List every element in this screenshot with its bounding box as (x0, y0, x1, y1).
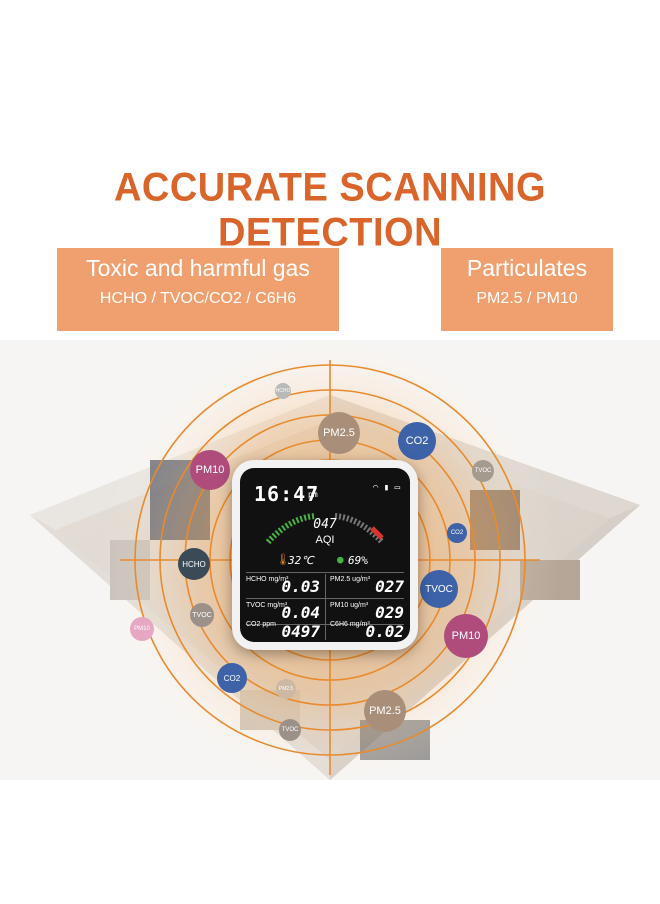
reading-value: 027 (375, 577, 404, 596)
humidity-drop-icon: ● (337, 553, 344, 566)
humidity-value: 69% (348, 554, 368, 567)
reading-value: 0497 (281, 622, 320, 641)
bubble-co2: CO2 (398, 422, 436, 460)
temperature-value: 32℃ (288, 554, 314, 567)
bubble-pm10: PM10 (190, 450, 230, 490)
reading-label: PM2.5 ug/m³ (330, 576, 371, 583)
bubble-label: TVOC (425, 583, 453, 595)
aqi-value: 047 (313, 517, 337, 532)
bubble-pm10: PM10 (444, 614, 488, 658)
bubble-label: PM10 (195, 464, 225, 476)
toxic-gas-subtitle: HCHO / TVOC/CO2 / C6H6 (99, 290, 297, 307)
clock-suffix: pm (308, 490, 318, 499)
bubble-label: PM2.5 (369, 705, 401, 717)
bubble-label: PM10 (451, 630, 481, 642)
bubble-pm25: PM2.5 (318, 412, 360, 454)
particulates-subtitle: PM2.5 / PM10 (476, 290, 578, 307)
reading-label: PM10 ug/m³ (330, 602, 369, 609)
monitor-screen: 16:47 pm ◠ ▮ ▭ 047 AQI 🌡 32℃ ● 69% HCHO … (240, 468, 410, 642)
reading-label: CO2 ppm (246, 621, 276, 628)
bubble-label: TVOC (192, 611, 212, 619)
bubble-label: TVOC (474, 468, 492, 474)
aqi-label: AQI (315, 534, 335, 546)
center-divider (325, 574, 326, 640)
reading-value: 0.04 (281, 603, 320, 622)
pm10-reading: PM10 ug/m³ 029 (328, 601, 406, 623)
bubble-tvoc: TVOC (279, 719, 301, 741)
bubble-label: PM2.5 (278, 686, 294, 692)
air-quality-monitor: 16:47 pm ◠ ▮ ▭ 047 AQI 🌡 32℃ ● 69% HCHO … (232, 460, 418, 650)
bubble-pm25: PM2.5 (276, 679, 296, 699)
thermometer-icon: 🌡 (276, 553, 290, 566)
bubble-label: HCHO (275, 388, 291, 394)
bubble-hcho: HCHO (275, 383, 291, 399)
reading-label: HCHO mg/m³ (246, 576, 289, 583)
bubble-hcho: HCHO (178, 548, 210, 580)
bubble-label: CO2 (223, 673, 241, 683)
reading-label: C6H6 mg/m³ (330, 621, 370, 628)
bubble-pm25: PM2.5 (364, 690, 406, 732)
bubble-label: HCHO (182, 559, 206, 569)
reading-value: 0.02 (365, 622, 404, 641)
co2-reading: CO2 ppm 0497 (244, 620, 322, 642)
clock-time: 16:47 (254, 482, 320, 506)
pm25-reading: PM2.5 ug/m³ 027 (328, 575, 406, 597)
aqi-gauge-icon (265, 513, 385, 545)
bubble-co2: CO2 (447, 523, 467, 543)
bubble-tvoc: TVOC (190, 603, 214, 627)
bubble-tvoc: TVOC (472, 460, 494, 482)
bubble-label: PM10 (134, 626, 150, 632)
toxic-gas-tag: Toxic and harmful gas HCHO / TVOC/CO2 / … (57, 248, 339, 331)
bubble-pm10: PM10 (130, 617, 154, 641)
particulates-title: Particulates (466, 255, 588, 281)
reading-value: 0.03 (281, 577, 320, 596)
bubble-label: CO2 (450, 530, 464, 536)
divider (246, 572, 404, 573)
bubble-label: CO2 (405, 435, 429, 447)
bubble-label: TVOC (281, 727, 299, 733)
reading-label: TVOC mg/m³ (246, 602, 288, 609)
wifi-battery-icon: ◠ ▮ ▭ (372, 483, 400, 493)
toxic-gas-title: Toxic and harmful gas (86, 255, 310, 281)
particulates-tag: Particulates PM2.5 / PM10 (441, 248, 613, 331)
bubble-label: PM2.5 (323, 427, 355, 439)
bubble-co2: CO2 (217, 663, 247, 693)
bubble-tvoc: TVOC (420, 570, 458, 608)
headline: ACCURATE SCANNING DETECTION (113, 165, 547, 256)
reading-value: 029 (375, 603, 404, 622)
